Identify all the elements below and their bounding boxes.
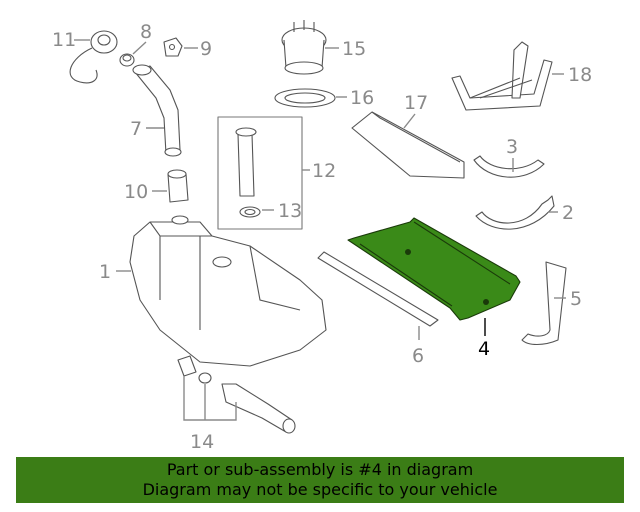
part-filler-neck[interactable] (132, 64, 182, 157)
part-strap-2[interactable] (475, 195, 555, 230)
part-sender-box[interactable] (217, 116, 303, 230)
callout-15[interactable]: 15 (342, 38, 366, 60)
part-fuel-cap[interactable] (69, 30, 118, 84)
callout-1[interactable]: 1 (99, 261, 111, 283)
part-seal[interactable] (239, 206, 261, 218)
part-bracket-5[interactable] (521, 261, 567, 346)
parts-diagram: 11 8 9 7 10 15 16 (52, 20, 592, 453)
callout-2[interactable]: 2 (562, 202, 574, 224)
banner-line-2: Diagram may not be specific to your vehi… (142, 480, 498, 499)
part-pump-module[interactable] (281, 20, 327, 75)
callout-8[interactable]: 8 (140, 21, 152, 43)
part-skid-plate-highlighted[interactable] (347, 217, 521, 321)
footer-banner: Part or sub-assembly is #4 in diagram Di… (16, 457, 624, 503)
banner-line-1: Part or sub-assembly is #4 in diagram (166, 460, 474, 479)
part-clip[interactable] (163, 37, 183, 57)
part-sleeve[interactable] (167, 169, 189, 203)
callout-18[interactable]: 18 (568, 64, 592, 86)
part-shield[interactable] (351, 111, 465, 179)
callout-7[interactable]: 7 (130, 118, 142, 140)
part-fuel-tank[interactable] (129, 215, 327, 367)
callout-13[interactable]: 13 (278, 200, 302, 222)
part-strap-3[interactable] (473, 155, 545, 178)
callout-4[interactable]: 4 (478, 338, 490, 360)
callout-5[interactable]: 5 (570, 288, 582, 310)
callout-12[interactable]: 12 (312, 160, 336, 182)
part-grommet[interactable] (119, 53, 135, 67)
callout-11[interactable]: 11 (52, 29, 76, 51)
callout-3[interactable]: 3 (506, 136, 518, 158)
part-bracket-frame[interactable] (451, 41, 553, 111)
callout-14[interactable]: 14 (190, 431, 214, 453)
callout-16[interactable]: 16 (350, 87, 374, 109)
part-fittings[interactable] (177, 355, 296, 434)
callout-6[interactable]: 6 (412, 345, 424, 367)
callout-10[interactable]: 10 (124, 181, 148, 203)
part-lock-ring[interactable] (274, 88, 336, 108)
callout-17[interactable]: 17 (404, 92, 428, 114)
part-rail[interactable] (317, 251, 439, 327)
part-fuel-sender[interactable] (235, 127, 257, 197)
callout-9[interactable]: 9 (200, 38, 212, 60)
